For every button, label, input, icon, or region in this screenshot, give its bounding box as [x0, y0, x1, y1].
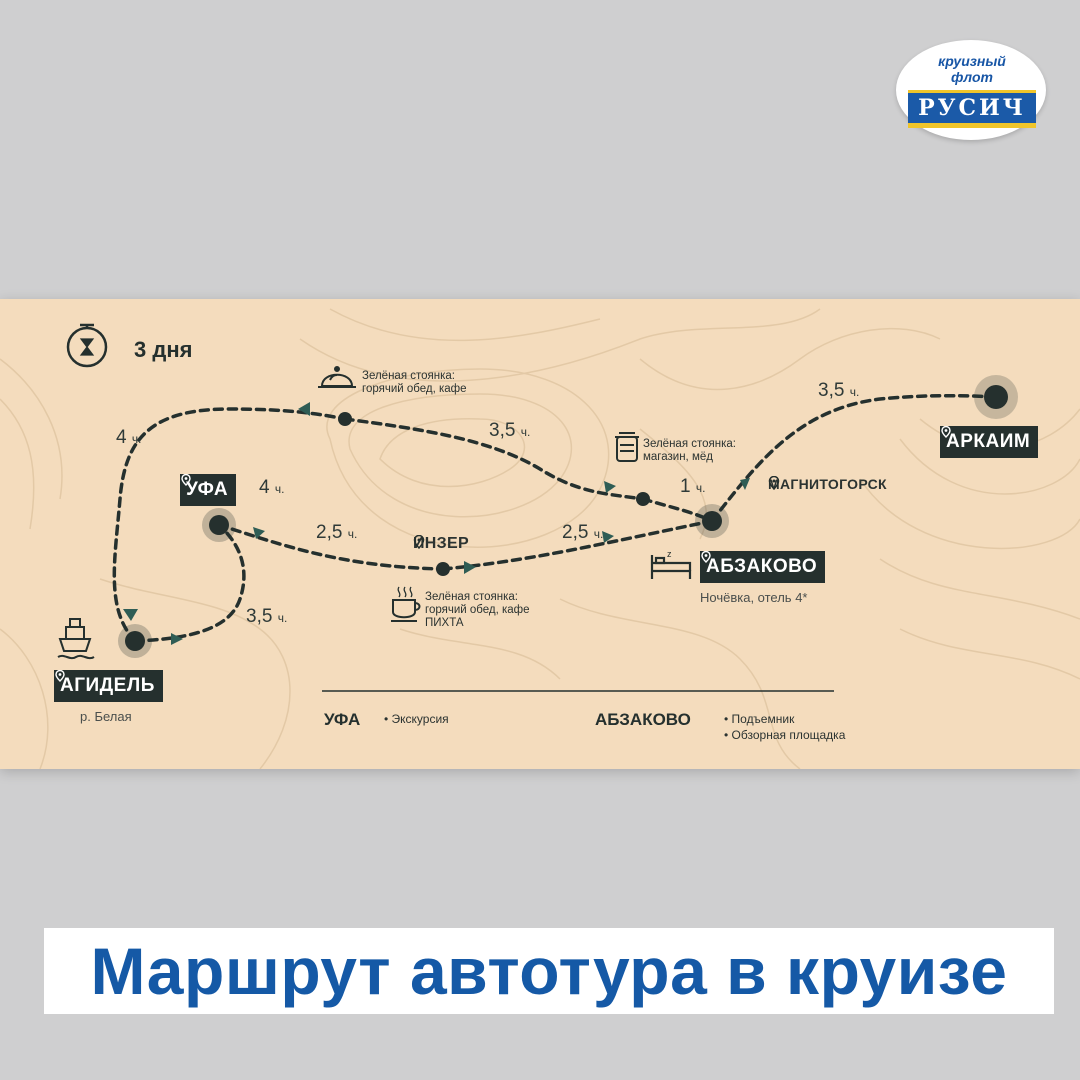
location-pin-icon	[701, 551, 711, 563]
city-nodes	[118, 375, 1018, 658]
stop-line: горячий обед, кафе	[362, 383, 467, 395]
legend-city-ufa: УФА	[324, 710, 361, 729]
arrow-marker	[604, 481, 616, 493]
city-name-agidel: АГИДЕЛЬ	[60, 675, 155, 696]
direction-arrows	[123, 402, 750, 645]
city-label-agidel: АГИДЕЛЬ	[54, 670, 163, 702]
duration-unit: ч.	[593, 527, 604, 541]
arrow-marker	[298, 402, 310, 416]
route-inzer-abzakovo	[441, 519, 714, 571]
stop-shop: Зелёная стоянка: магазин, мёд	[643, 438, 736, 464]
route-lines	[112, 393, 998, 643]
city-note-agidel: р. Белая	[80, 709, 132, 724]
segment-duration: 2,5 ч.	[562, 522, 603, 544]
rusich-logo: круизный флот РУСИЧ	[892, 40, 1052, 144]
route-shop-abzakovo	[641, 497, 714, 523]
segment-duration: 4 ч.	[116, 427, 141, 449]
stop-lunch-top: Зелёная стоянка: горячий обед, кафе	[362, 370, 467, 396]
stop-line: Зелёная стоянка:	[643, 438, 736, 450]
location-pin-icon	[413, 535, 425, 549]
city-note-abzakovo: Ночёвка, отель 4*	[700, 590, 808, 605]
duration-unit: ч.	[347, 527, 358, 541]
duration-unit: ч.	[695, 481, 706, 495]
segment-duration: 4 ч.	[259, 477, 284, 499]
duration-value: 4	[259, 477, 270, 498]
route-top-shop	[343, 417, 645, 501]
banner-title: Маршрут автотура в круизе	[90, 934, 1008, 1008]
route-abzakovo-arkaim	[710, 393, 998, 523]
title-banner: Маршрут автотура в круизе	[44, 928, 1054, 1014]
duration-value: 3,5	[489, 420, 516, 441]
place-magnitogorsk-name: МАГНИТОГОРСК	[768, 476, 887, 492]
duration-value: 4	[116, 427, 127, 448]
ship-icon	[57, 618, 95, 660]
location-pin-icon	[768, 476, 780, 490]
arrow-marker	[171, 633, 183, 645]
place-inzer-name: ИНЗЕР	[413, 535, 469, 552]
route-ufa-inzer	[217, 523, 445, 571]
map-graphics: z	[0, 308, 1080, 769]
logo-name: РУСИЧ	[908, 90, 1036, 128]
legend-item: • Подъемник	[724, 712, 795, 726]
duration-value: 1	[680, 476, 691, 497]
segment-duration: 3,5 ч.	[246, 606, 287, 628]
logo-line-1: круизный	[938, 53, 1006, 69]
arrow-marker	[253, 527, 265, 539]
stop-line: горячий обед, кафе	[425, 604, 530, 616]
cloche-icon	[318, 366, 356, 388]
segment-duration: 1 ч.	[680, 476, 705, 498]
segment-duration: 3,5 ч.	[489, 420, 530, 442]
city-name-arkaim: АРКАИМ	[946, 431, 1031, 452]
location-pin-icon	[181, 474, 191, 486]
stop-line: Зелёная стоянка:	[362, 370, 455, 382]
duration-value: 3,5	[818, 380, 845, 401]
contour-lines	[0, 308, 1080, 769]
bed-icon: z	[650, 549, 692, 579]
location-pin-icon	[941, 426, 951, 438]
arrow-marker	[602, 531, 614, 543]
stop-line: Зелёная стоянка:	[425, 591, 518, 603]
segment-duration: 3,5 ч.	[818, 380, 859, 402]
legend-item: • Экскурсия	[384, 712, 449, 726]
duration-unit: ч.	[277, 611, 288, 625]
duration-value: 2,5	[316, 522, 343, 543]
stop-dots	[338, 412, 650, 576]
city-name-abzakovo: АБЗАКОВО	[706, 556, 818, 577]
duration-value: 2,5	[562, 522, 589, 543]
duration-unit: ч.	[131, 432, 142, 446]
duration-unit: ч.	[274, 482, 285, 496]
stopwatch-icon	[66, 323, 108, 368]
city-label-abzakovo: АБЗАКОВО	[700, 551, 826, 583]
legend-city-abzakovo: АБЗАКОВО	[595, 710, 691, 729]
location-pin-icon	[55, 670, 65, 682]
duration-unit: ч.	[520, 425, 531, 439]
route-agidel-ufa	[133, 523, 246, 643]
segment-duration: 2,5 ч.	[316, 522, 357, 544]
city-name-ufa: УФА	[186, 479, 229, 500]
arrow-marker	[740, 478, 750, 490]
place-inzer: ИНЗЕР	[413, 535, 469, 553]
trip-duration: 3 дня	[134, 337, 193, 362]
stop-cafe-inzer: Зелёная стоянка: горячий обед, кафе ПИХТ…	[425, 591, 530, 630]
route-map: z 3 дня АГИДЕЛЬ р. Белая УФА АБЗАКОВО Но…	[0, 299, 1080, 769]
svg-text:z: z	[667, 549, 672, 559]
coffee-cup-icon	[391, 586, 421, 622]
legend-item: • Обзорная площадка	[724, 728, 846, 742]
city-label-ufa: УФА	[180, 474, 237, 506]
duration-value: 3,5	[246, 606, 273, 627]
duration-unit: ч.	[849, 385, 860, 399]
honey-jar-icon	[615, 432, 639, 462]
city-label-arkaim: АРКАИМ	[940, 426, 1039, 458]
logo-line-2: флот	[951, 69, 993, 85]
arrow-marker	[123, 609, 138, 621]
stop-line: магазин, мёд	[643, 451, 713, 463]
place-magnitogorsk: МАГНИТОГОРСК	[768, 476, 887, 492]
route-agidel-top	[112, 407, 347, 643]
arrow-marker	[464, 561, 476, 574]
stop-line: ПИХТА	[425, 617, 464, 629]
